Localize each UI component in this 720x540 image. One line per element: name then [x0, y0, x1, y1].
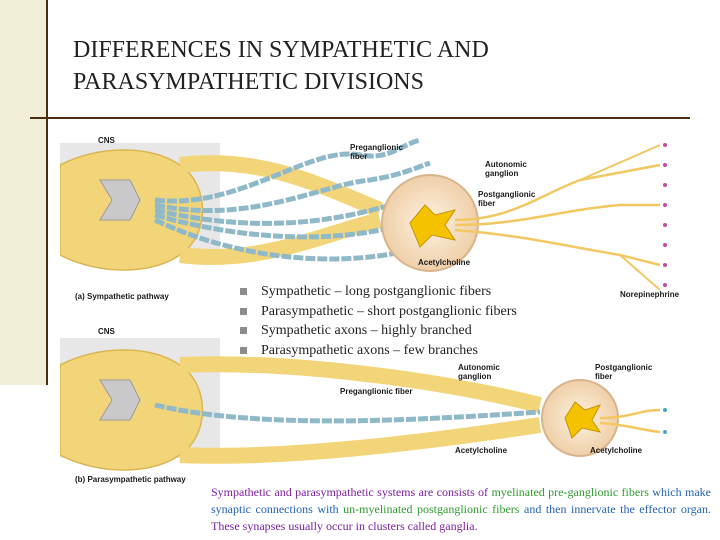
- square-bullet-icon: [240, 327, 247, 334]
- slide-title: DIFFERENCES IN SYMPATHETIC AND PARASYMPA…: [73, 34, 633, 98]
- square-bullet-icon: [240, 288, 247, 295]
- caption-a: (a) Sympathetic pathway: [75, 292, 169, 301]
- left-accent-panel: [0, 0, 48, 385]
- preganglionic-label-b: Preganglionic fiber: [340, 387, 412, 396]
- note-part-1: Sympathetic and parasympathetic systems …: [211, 485, 491, 499]
- bullet-text: Parasympathetic – short postganglionic f…: [261, 304, 517, 319]
- square-bullet-icon: [240, 308, 247, 315]
- square-bullet-icon: [240, 347, 247, 354]
- note-part-6: These synapses usually occur in clusters…: [211, 519, 478, 533]
- bullet-text: Parasympathetic axons – few branches: [261, 343, 478, 358]
- acetylcholine-label-b2: Acetylcholine: [590, 446, 643, 455]
- cns-label-a: CNS: [98, 136, 116, 145]
- norepinephrine-label: Norepinephrine: [620, 290, 680, 299]
- bullet-item: Sympathetic – long postganglionic fibers: [240, 282, 517, 302]
- bullet-text: Sympathetic – long postganglionic fibers: [261, 284, 491, 299]
- note-part-2: myelinated pre-ganglionic fibers: [491, 485, 648, 499]
- acetylcholine-label-a: Acetylcholine: [418, 258, 471, 267]
- explanatory-note: Sympathetic and parasympathetic systems …: [211, 484, 711, 535]
- note-part-5: and then innervate the effector organ.: [519, 502, 711, 516]
- bullet-list: Sympathetic – long postganglionic fibers…: [240, 282, 517, 360]
- acetylcholine-label-b1: Acetylcholine: [455, 446, 508, 455]
- bullet-item: Parasympathetic axons – few branches: [240, 341, 517, 361]
- title-underline: [30, 117, 690, 119]
- note-part-4: un-myelinated postganglionic fibers: [343, 502, 519, 516]
- bullet-text: Sympathetic axons – highly branched: [261, 323, 472, 338]
- bullet-item: Parasympathetic – short postganglionic f…: [240, 302, 517, 322]
- left-accent-rule: [46, 0, 48, 385]
- cns-label-b: CNS: [98, 327, 116, 336]
- bullet-item: Sympathetic axons – highly branched: [240, 321, 517, 341]
- caption-b: (b) Parasympathetic pathway: [75, 475, 186, 484]
